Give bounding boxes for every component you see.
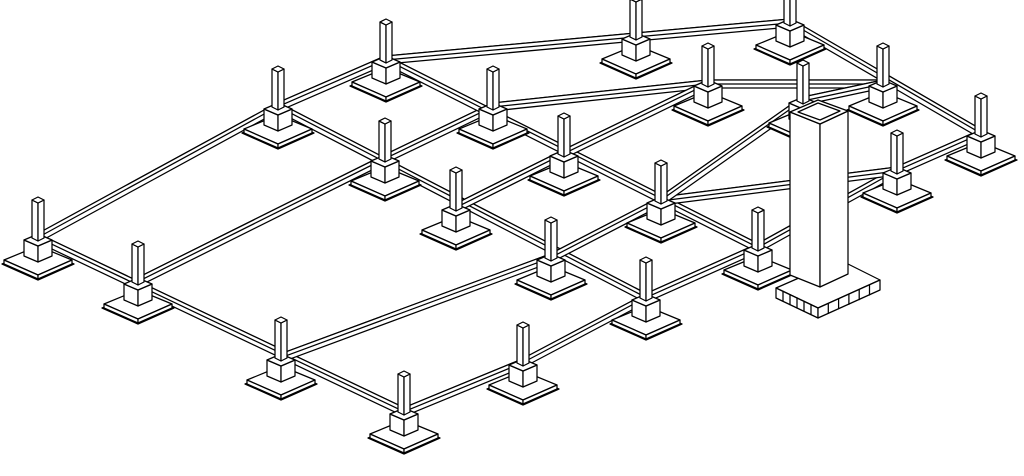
footing-with-post — [609, 256, 683, 341]
footing-with-post — [456, 65, 530, 150]
chimney-stack — [775, 99, 881, 319]
footing-with-post — [419, 166, 493, 251]
chimney-brick-base — [775, 259, 881, 319]
footing-with-post — [846, 42, 920, 127]
column-grid — [1, 0, 1018, 455]
footing-with-post — [241, 65, 315, 150]
footing-with-post — [599, 0, 673, 80]
footing-with-post — [486, 321, 560, 406]
footing-with-post — [348, 117, 422, 202]
footing-with-post — [514, 216, 588, 301]
footing-with-post — [244, 316, 318, 401]
footing-with-post — [944, 92, 1018, 177]
footing-with-post — [753, 0, 827, 66]
footing-with-post — [721, 206, 795, 291]
chimney-stack-body — [789, 99, 849, 288]
footing-with-post — [1, 196, 75, 281]
footing-with-post — [624, 159, 698, 244]
footing-with-post — [527, 112, 601, 197]
footing-with-post — [367, 370, 441, 455]
footing-with-post — [101, 240, 175, 325]
footing-with-post — [860, 129, 934, 214]
footing-with-post — [671, 42, 745, 127]
footing-with-post — [349, 18, 423, 103]
